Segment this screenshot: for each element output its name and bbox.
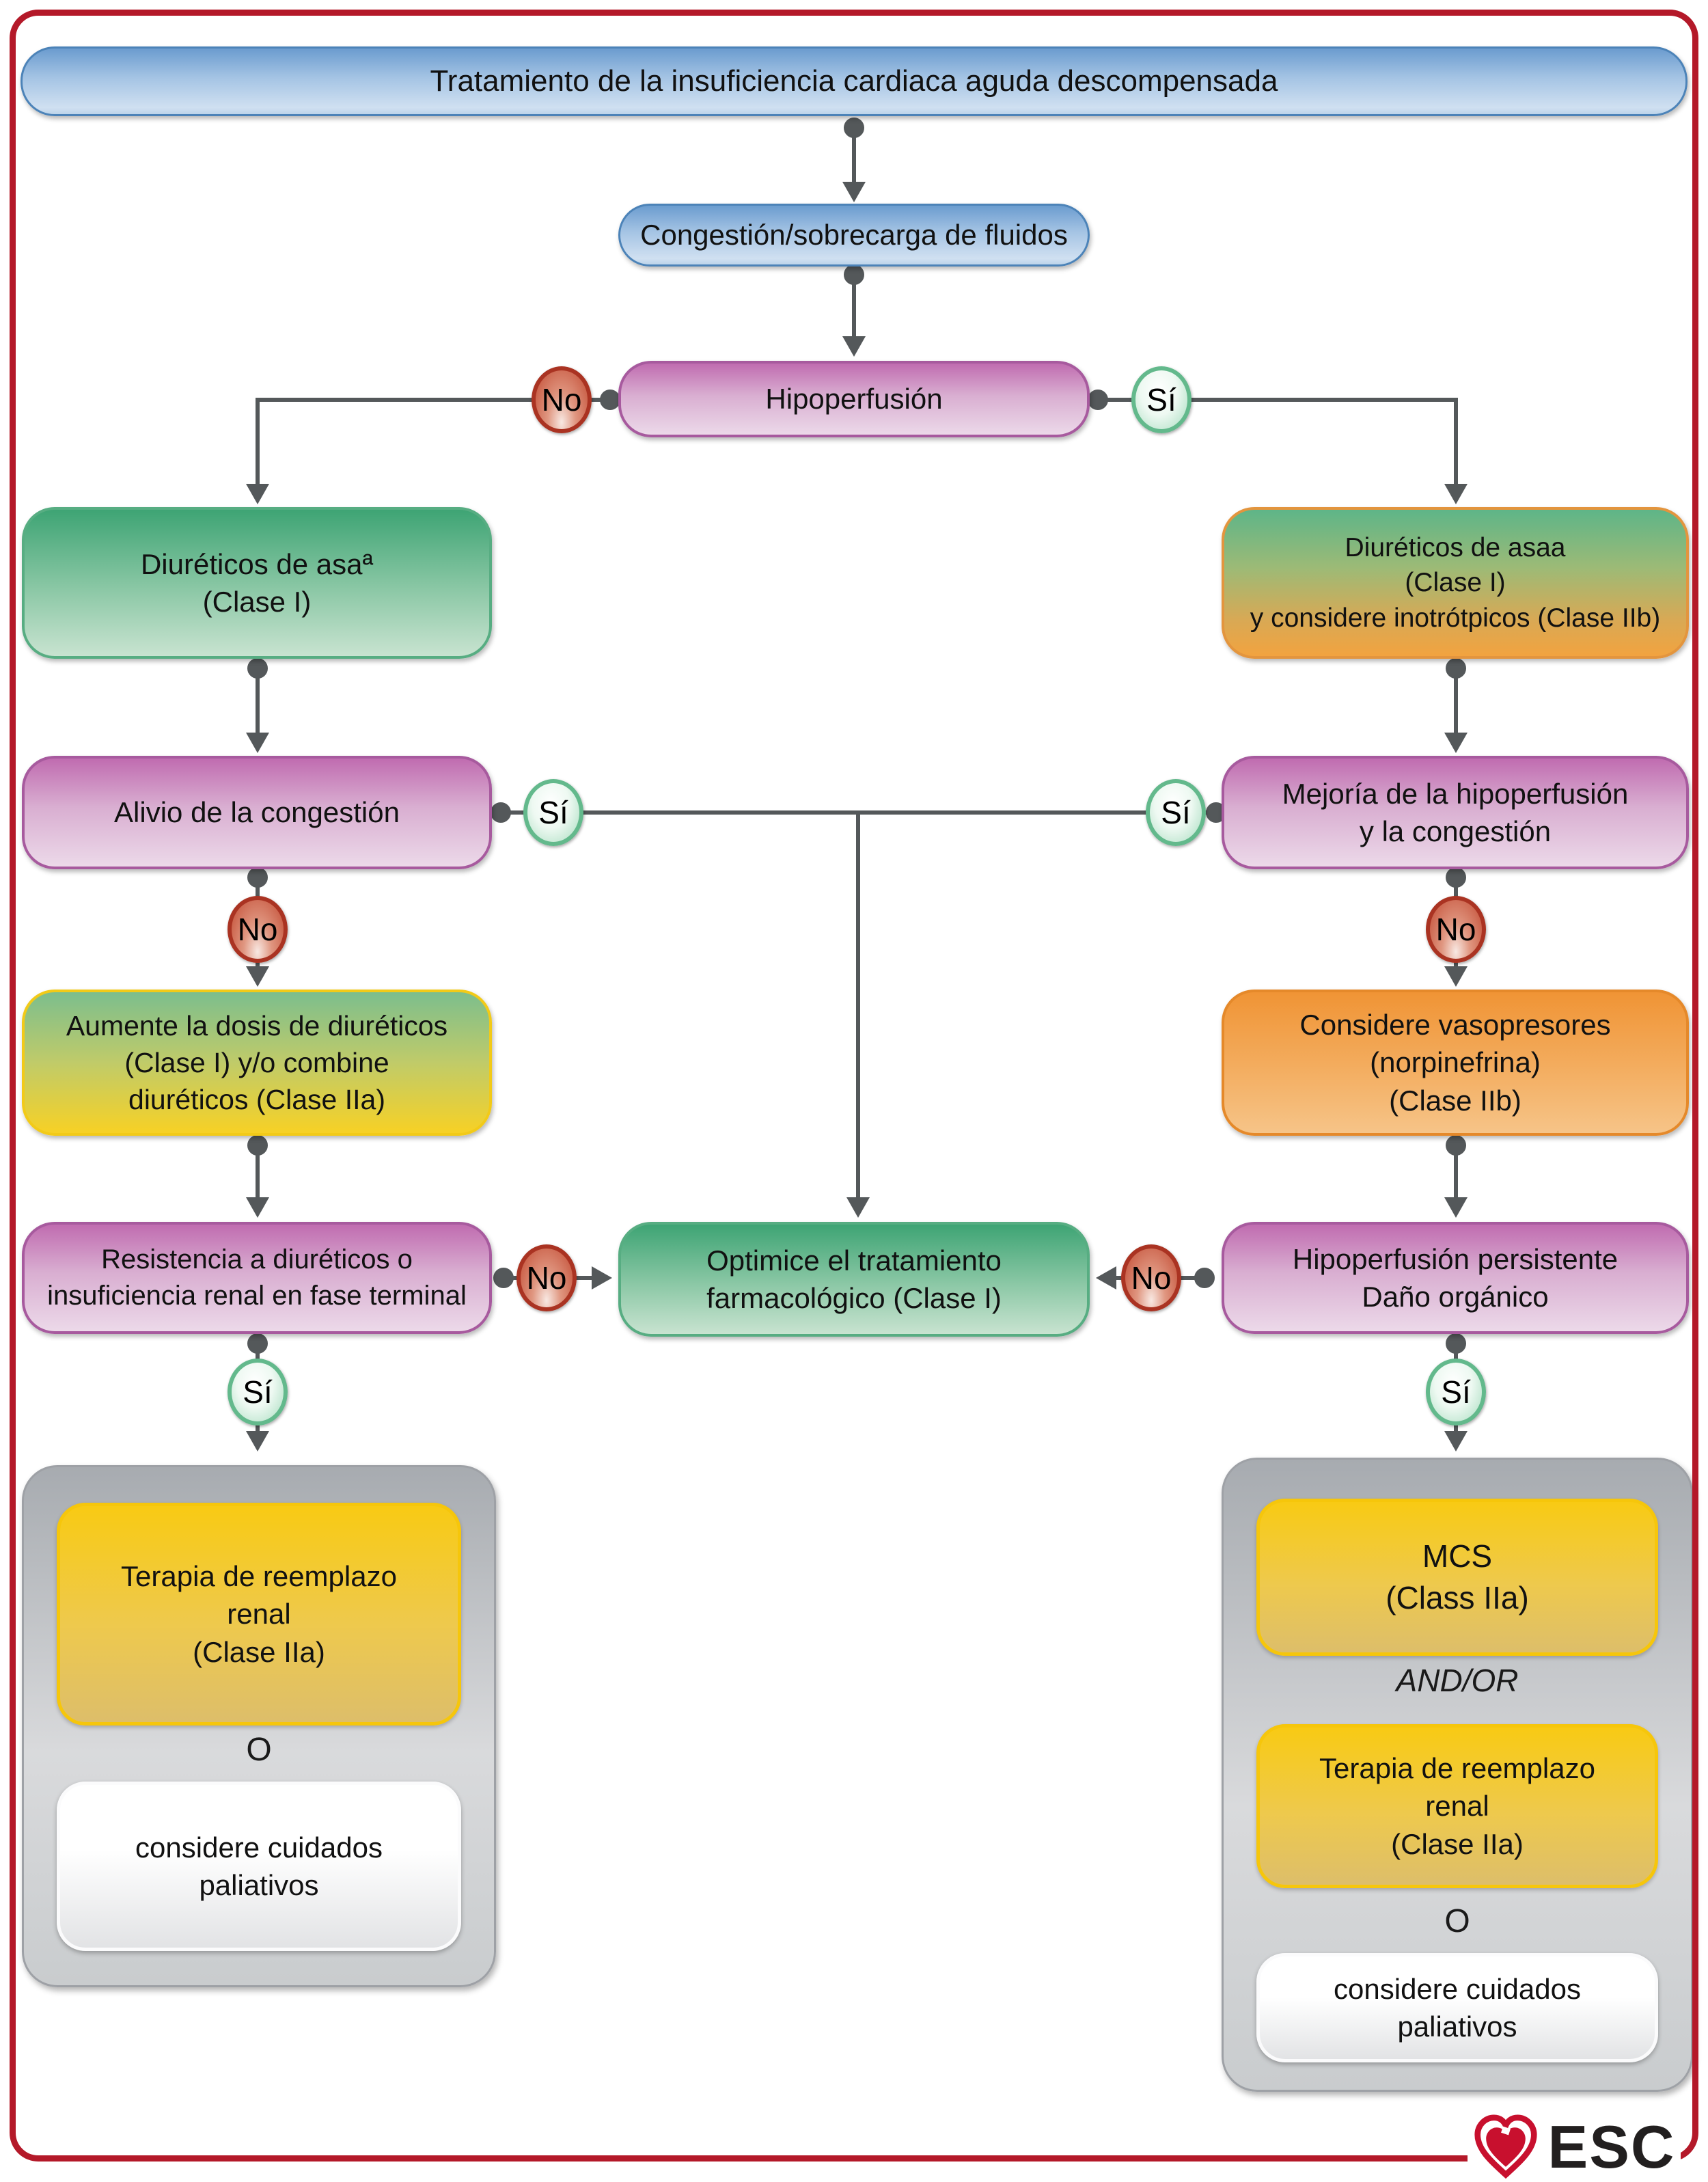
node-renal-replacement-left: Terapia de reemplazo renal (Clase IIa) bbox=[57, 1503, 461, 1726]
esc-logo-text: ESC bbox=[1547, 2113, 1676, 2181]
no-badge-hypoperfusion-improvement: No bbox=[1426, 896, 1486, 963]
no-badge-persistent-hypoperfusion: No bbox=[1121, 1244, 1181, 1311]
panel-renal-palliative-left: Terapia de reemplazo renal (Clase IIa) O… bbox=[22, 1465, 496, 1987]
yes-badge-hipoperfusion: Sí bbox=[1131, 366, 1192, 433]
node-optimize-treatment: Optimice el tratamiento farmacológico (C… bbox=[618, 1222, 1090, 1337]
node-title: Tratamiento de la insuficiencia cardiaca… bbox=[20, 46, 1688, 116]
panel-mcs-renal-palliative-right: MCS (Class IIa) AND/OR Terapia de reempl… bbox=[1222, 1458, 1693, 2092]
node-loop-diuretics-right: Diuréticos de asaa (Clase I) y considere… bbox=[1222, 507, 1689, 659]
node-palliative-right: considere cuidados paliativos bbox=[1256, 1953, 1658, 2062]
node-mcs: MCS (Class IIa) bbox=[1256, 1499, 1658, 1656]
node-congestion: Congestión/sobrecarga de fluidos bbox=[618, 204, 1090, 267]
node-persistent-hypoperfusion: Hipoperfusión persistente Daño orgánico bbox=[1222, 1222, 1689, 1334]
node-loop-diuretics-left: Diuréticos de asaª (Clase I) bbox=[22, 507, 492, 659]
node-palliative-left: considere cuidados paliativos bbox=[57, 1782, 461, 1951]
yes-badge-hypoperfusion-improvement: Sí bbox=[1146, 779, 1206, 846]
node-vasopressors: Considere vasopresores (norpinefrina) (C… bbox=[1222, 990, 1689, 1136]
or-label-left: O bbox=[246, 1732, 272, 1768]
node-hipoperfusion: Hipoperfusión bbox=[618, 361, 1090, 437]
node-diuretic-resistance: Resistencia a diuréticos o insuficiencia… bbox=[22, 1222, 492, 1334]
yes-badge-congestion-relief: Sí bbox=[523, 779, 583, 846]
node-hypoperfusion-improvement: Mejoría de la hipoperfusión y la congest… bbox=[1222, 756, 1689, 869]
esc-heart-icon bbox=[1474, 2114, 1537, 2179]
or-label-right: O bbox=[1444, 1903, 1470, 1939]
yes-badge-diuretic-resistance: Sí bbox=[228, 1359, 288, 1426]
node-increase-diuretics: Aumente la dosis de diuréticos (Clase I)… bbox=[22, 990, 492, 1136]
yes-badge-persistent-hypoperfusion: Sí bbox=[1426, 1359, 1486, 1426]
no-badge-diuretic-resistance: No bbox=[516, 1244, 577, 1311]
andor-label: AND/OR bbox=[1396, 1663, 1519, 1698]
no-badge-hipoperfusion: No bbox=[532, 366, 592, 433]
node-renal-replacement-right: Terapia de reemplazo renal (Clase IIa) bbox=[1256, 1724, 1658, 1888]
esc-logo: ESC bbox=[1468, 2113, 1681, 2181]
title-text: Tratamiento de la insuficiencia cardiaca… bbox=[430, 64, 1278, 98]
no-badge-congestion-relief: No bbox=[228, 896, 288, 963]
node-congestion-relief: Alivio de la congestión bbox=[22, 756, 492, 869]
